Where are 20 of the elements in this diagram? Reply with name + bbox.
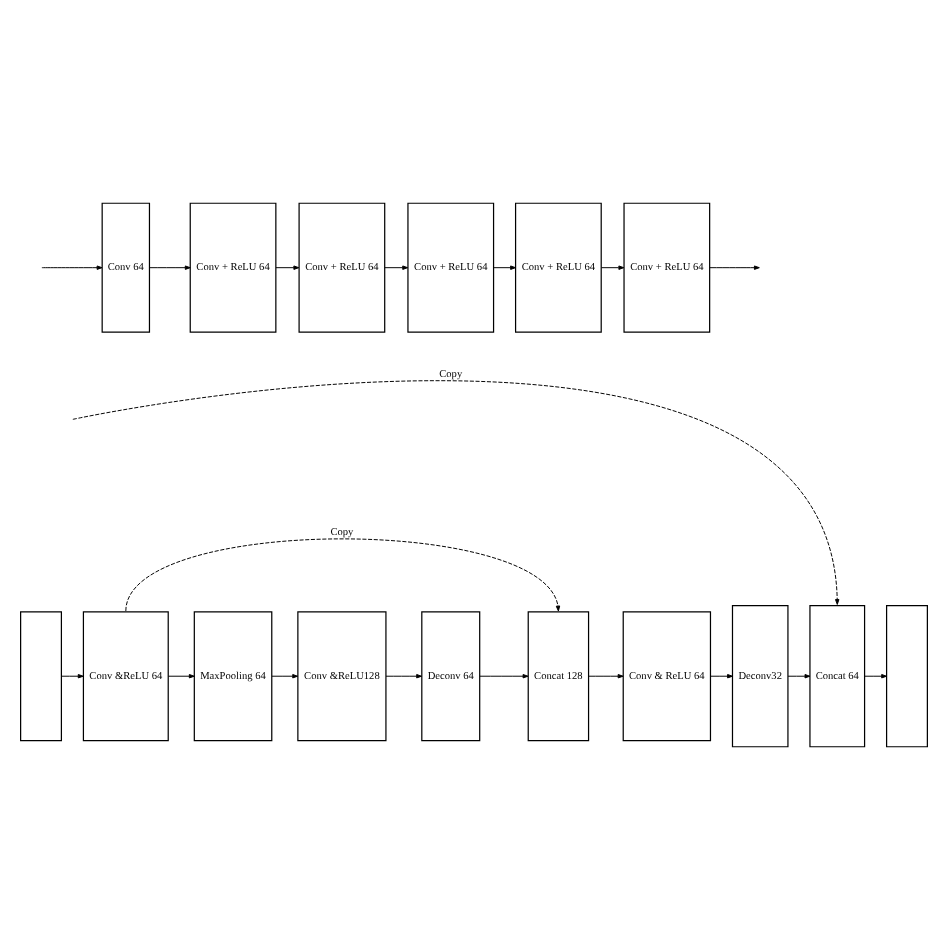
arrow: [41, 264, 103, 269]
arrow: [384, 264, 409, 269]
arrow: [864, 673, 888, 678]
arrow: [493, 264, 516, 269]
arrow: [167, 673, 195, 678]
node-box: [20, 610, 62, 741]
arrow: [149, 264, 191, 269]
arrow: [72, 379, 840, 604]
arrow: [710, 673, 733, 678]
arrow: [61, 673, 84, 678]
arrow: [600, 264, 625, 269]
arrow: [271, 673, 299, 678]
arrow: [787, 673, 811, 678]
arrow: [385, 673, 423, 678]
arrow: [125, 537, 561, 611]
node-box: [886, 604, 928, 747]
arrow: [588, 673, 624, 678]
arrow: [479, 673, 529, 678]
arrow: [275, 264, 300, 269]
arrow: [709, 264, 760, 269]
